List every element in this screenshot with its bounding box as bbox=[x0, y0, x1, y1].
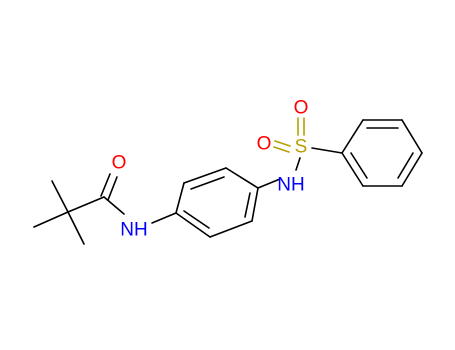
atom-nh-amide: NH bbox=[120, 220, 147, 241]
atom-sulfur: S bbox=[295, 137, 308, 158]
ring-bond bbox=[175, 182, 185, 214]
ring-bond bbox=[341, 119, 364, 154]
bond-methyl-bottom bbox=[67, 211, 85, 245]
ring-inner-double bbox=[183, 210, 210, 229]
bond-methyl-top bbox=[51, 180, 69, 213]
para-phenylene-ring bbox=[175, 167, 259, 238]
bond-s-o-left-1 bbox=[274, 140, 291, 147]
sulfonyl-group bbox=[273, 117, 305, 153]
ring-bond bbox=[401, 152, 423, 187]
atom-o-carbonyl: O bbox=[112, 153, 127, 174]
ring-inner-double bbox=[190, 176, 225, 190]
bond-carbonyl-amide bbox=[103, 196, 125, 215]
ring-bond bbox=[225, 167, 259, 189]
atom-nh-sulfonamide: NH bbox=[277, 175, 304, 196]
atom-o-sulfonyl-left: O bbox=[257, 134, 272, 155]
bond-tbutyl-carbonyl bbox=[67, 196, 105, 213]
ring-inner-double bbox=[350, 152, 368, 179]
bond-carbonyl-double-2 bbox=[107, 176, 118, 201]
ring-bond bbox=[401, 119, 423, 154]
ring-inner-double bbox=[397, 152, 414, 179]
atom-o-sulfonyl-top: O bbox=[294, 98, 309, 119]
bond-nh-sulfur bbox=[295, 157, 301, 171]
phenyl-ring bbox=[341, 119, 423, 187]
ring-bond bbox=[209, 220, 253, 238]
ring-inner-double bbox=[244, 192, 251, 218]
bond-methyl-left bbox=[33, 211, 69, 228]
ring-bond bbox=[251, 187, 259, 222]
bond-carbonyl-double-1 bbox=[100, 173, 111, 197]
tert-butyl-group bbox=[33, 180, 105, 245]
bond-ring-sulfonamide bbox=[257, 178, 281, 189]
bond-amide-ring bbox=[151, 212, 177, 224]
carbonyl-group bbox=[100, 173, 125, 215]
bond-sulfur-phenyl bbox=[311, 147, 343, 154]
ring-bond bbox=[175, 212, 211, 238]
ring-bond bbox=[341, 152, 364, 187]
ring-bond bbox=[183, 167, 227, 184]
bond-s-o-left-2 bbox=[273, 146, 290, 153]
